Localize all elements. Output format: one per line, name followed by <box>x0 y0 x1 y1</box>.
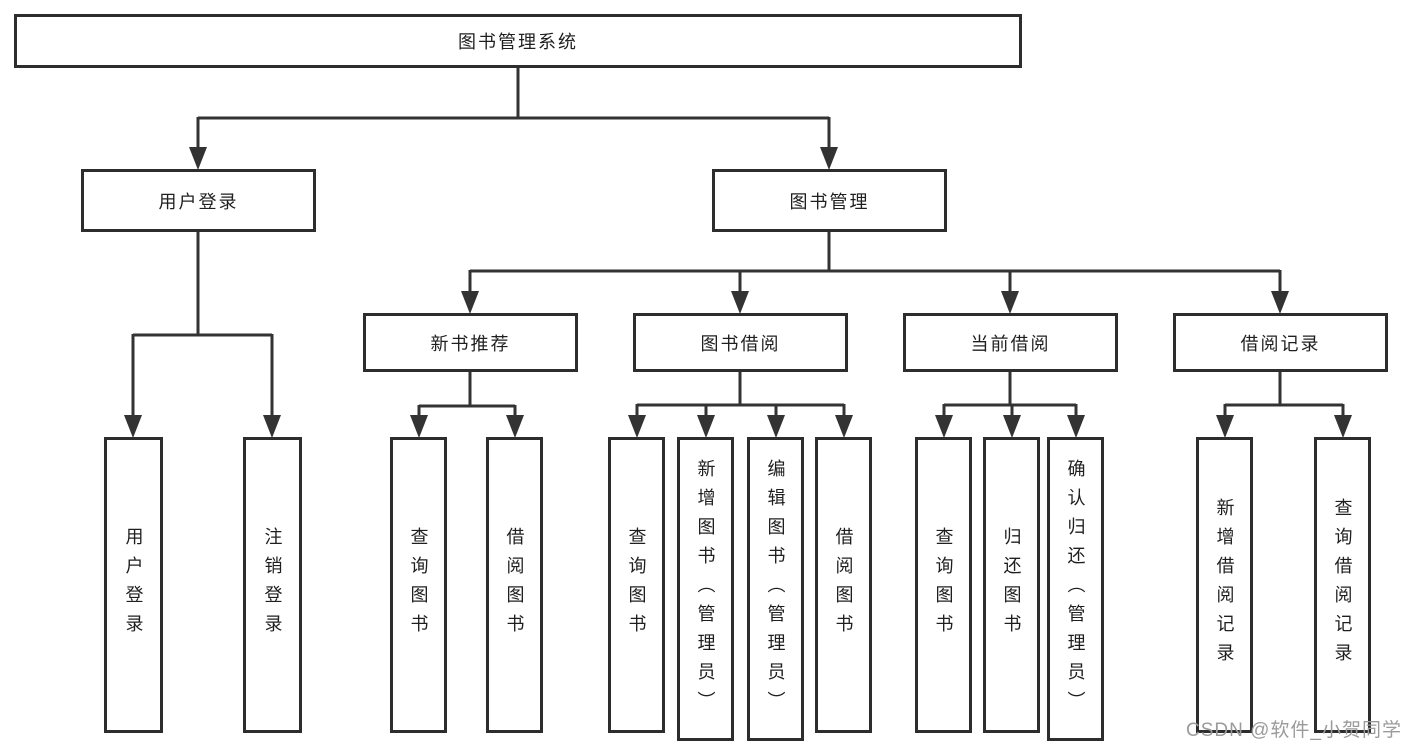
node-current-borrowing: 当前借阅 <box>903 313 1118 372</box>
leaf-query-borrow-record: 查询借阅记录 <box>1314 437 1371 733</box>
leaf-return-books: 归还图书 <box>983 437 1040 733</box>
leaf-logout: 注销登录 <box>243 437 302 733</box>
leaf-query-books-recommend: 查询图书 <box>390 437 447 733</box>
leaf-query-books-current-label: 查询图书 <box>933 527 954 643</box>
leaf-add-book-admin-label: 新增图书（管理员） <box>695 458 716 720</box>
leaf-query-books-recommend-label: 查询图书 <box>408 527 429 643</box>
csdn-watermark: CSDN @软件_小贺同学 <box>1186 720 1402 741</box>
leaf-query-books-borrowing-label: 查询图书 <box>626 527 647 643</box>
node-system-root: 图书管理系统 <box>14 14 1022 68</box>
leaf-borrow-books-borrowing: 借阅图书 <box>815 437 872 733</box>
leaf-add-borrow-record-label: 新增借阅记录 <box>1214 498 1235 672</box>
node-borrowing-records: 借阅记录 <box>1173 313 1388 372</box>
leaf-edit-book-admin: 编辑图书（管理员） <box>747 437 804 741</box>
leaf-borrow-books-recommend-label: 借阅图书 <box>504 527 525 643</box>
leaf-user-login-label: 用户登录 <box>123 527 144 643</box>
leaf-query-books-borrowing: 查询图书 <box>608 437 665 733</box>
node-book-borrowing: 图书借阅 <box>633 313 848 372</box>
leaf-confirm-return-admin-label: 确认归还（管理员） <box>1065 458 1086 720</box>
leaf-user-login: 用户登录 <box>104 437 163 733</box>
node-new-book-recommendation: 新书推荐 <box>363 313 578 372</box>
leaf-borrow-books-borrowing-label: 借阅图书 <box>833 527 854 643</box>
leaf-return-books-label: 归还图书 <box>1001 527 1022 643</box>
node-book-management: 图书管理 <box>712 169 947 232</box>
leaf-borrow-books-recommend: 借阅图书 <box>486 437 543 733</box>
node-user-login: 用户登录 <box>81 169 316 232</box>
leaf-add-borrow-record: 新增借阅记录 <box>1196 437 1253 733</box>
leaf-logout-label: 注销登录 <box>262 527 283 643</box>
leaf-confirm-return-admin: 确认归还（管理员） <box>1047 437 1104 741</box>
leaf-query-books-current: 查询图书 <box>915 437 972 733</box>
leaf-query-borrow-record-label: 查询借阅记录 <box>1332 498 1353 672</box>
leaf-edit-book-admin-label: 编辑图书（管理员） <box>765 458 786 720</box>
arrowheads <box>124 147 1352 438</box>
leaf-add-book-admin: 新增图书（管理员） <box>677 437 734 741</box>
